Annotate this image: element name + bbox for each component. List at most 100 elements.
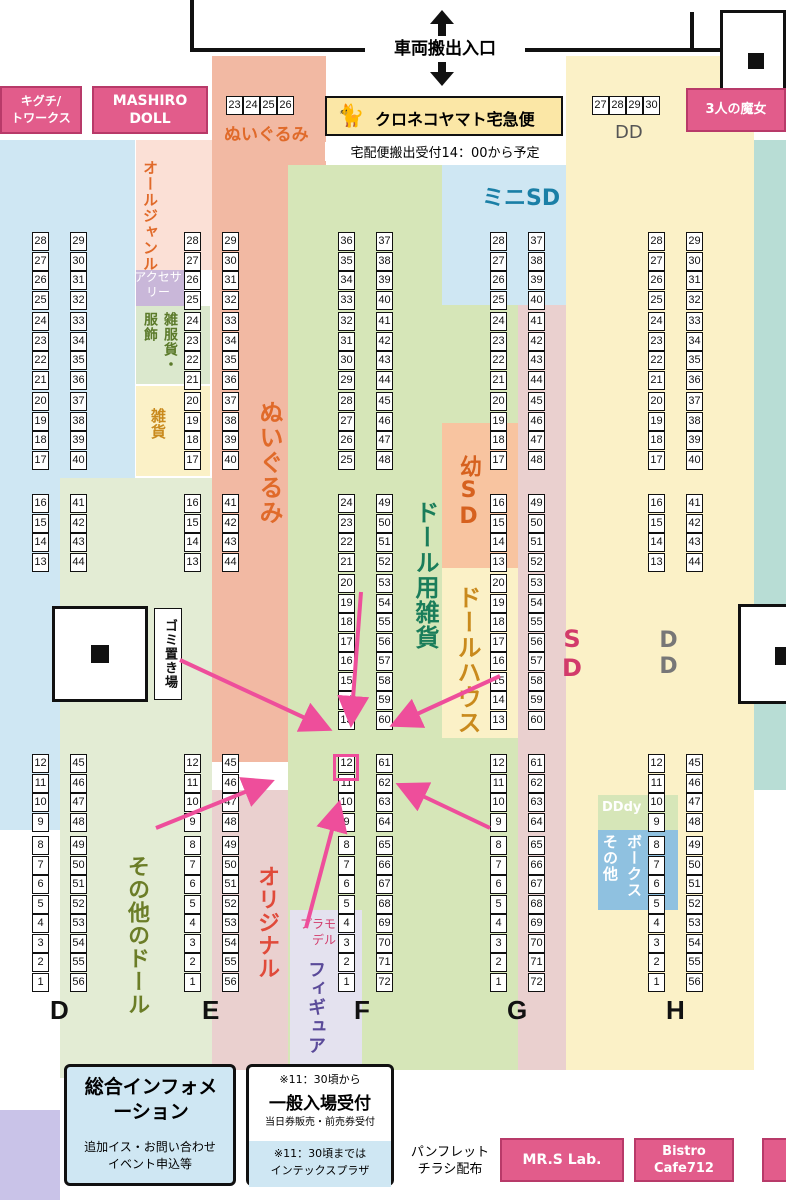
booth-18: 18 <box>490 613 507 632</box>
booth-55: 55 <box>528 613 545 632</box>
booth-31: 31 <box>70 271 87 290</box>
booth-53: 53 <box>70 914 87 933</box>
booth-11: 11 <box>184 773 201 793</box>
booth-70: 70 <box>376 933 393 953</box>
booth-35: 35 <box>338 251 355 271</box>
booth-54: 54 <box>222 933 239 953</box>
booth-52: 52 <box>528 552 545 572</box>
label-dollhouse: ドールハウス <box>453 585 481 735</box>
booth-42: 42 <box>528 331 545 351</box>
booth-72: 72 <box>528 972 545 992</box>
column-label-e: E <box>202 995 220 1025</box>
booth-1: 1 <box>32 972 49 992</box>
booth-16: 16 <box>490 652 507 671</box>
booth-26: 26 <box>32 271 49 290</box>
booth-21: 21 <box>184 370 201 390</box>
left-partial-booth: キグチ/ トワークス <box>0 86 82 134</box>
booth-51: 51 <box>222 875 239 894</box>
booth-36: 36 <box>70 370 87 390</box>
label-nuigurumi: ぬいぐるみ <box>255 400 283 525</box>
booth-50: 50 <box>686 855 703 875</box>
booth-30: 30 <box>643 96 660 115</box>
booth-3: 3 <box>32 933 49 953</box>
booth-28: 28 <box>184 232 201 251</box>
booth-13: 13 <box>648 552 665 572</box>
booth-69: 69 <box>528 914 545 933</box>
booth-6: 6 <box>184 875 201 894</box>
booth-63: 63 <box>376 793 393 812</box>
pillar-icon <box>748 53 764 69</box>
booth-28: 28 <box>490 232 507 251</box>
zone-mini-sd <box>442 165 584 305</box>
booth-8: 8 <box>490 836 507 855</box>
booth-7: 7 <box>648 855 665 875</box>
booth-22: 22 <box>338 533 355 552</box>
booth-68: 68 <box>528 894 545 914</box>
booth-58: 58 <box>528 671 545 691</box>
booth-10: 10 <box>338 793 355 812</box>
booth-59: 59 <box>376 691 393 710</box>
booth-62: 62 <box>528 773 545 793</box>
label-sd: SD <box>558 625 586 683</box>
column-label-g: G <box>507 995 528 1025</box>
booth-45: 45 <box>222 754 239 773</box>
booth-42: 42 <box>222 513 239 533</box>
column-label-h: H <box>666 995 685 1025</box>
booth-22: 22 <box>32 351 49 370</box>
nui-top-label: ぬいぐるみ <box>224 125 309 145</box>
column-label-d: D <box>50 995 69 1025</box>
booth-61: 61 <box>528 754 545 773</box>
booth-28: 28 <box>609 96 626 115</box>
booth-4: 4 <box>490 914 507 933</box>
booth-50: 50 <box>70 855 87 875</box>
booth-43: 43 <box>222 533 239 552</box>
booth-40: 40 <box>70 450 87 470</box>
booth-53: 53 <box>222 914 239 933</box>
label-doll-goods: ドール用雑貨 <box>411 500 439 650</box>
booth-49: 49 <box>222 836 239 855</box>
booth-65: 65 <box>528 836 545 855</box>
booth-49: 49 <box>528 494 545 513</box>
booth-2: 2 <box>338 953 355 972</box>
booth-41: 41 <box>686 494 703 513</box>
booth-37: 37 <box>70 392 87 411</box>
booth-53: 53 <box>686 914 703 933</box>
booth-4: 4 <box>32 914 49 933</box>
booth-12: 12 <box>648 754 665 773</box>
booth-46: 46 <box>528 411 545 431</box>
label-plamodel: プラモデル <box>299 917 336 947</box>
booth-40: 40 <box>376 290 393 310</box>
booth-26: 26 <box>184 271 201 290</box>
booth-40: 40 <box>686 450 703 470</box>
dd-top-label: DD <box>615 122 643 143</box>
booth-71: 71 <box>376 953 393 972</box>
booth-39: 39 <box>528 271 545 290</box>
booth-43: 43 <box>376 351 393 370</box>
booth-13: 13 <box>184 552 201 572</box>
booth-18: 18 <box>32 431 49 450</box>
booth-67: 67 <box>376 875 393 894</box>
booth-26: 26 <box>490 271 507 290</box>
entry-note: ※11：30頃までは インテックスプラザ <box>249 1141 391 1187</box>
zone-right-white <box>754 790 786 1080</box>
booth-31: 31 <box>686 271 703 290</box>
booth-29: 29 <box>222 232 239 251</box>
booth-5: 5 <box>338 894 355 914</box>
booth-3: 3 <box>490 933 507 953</box>
booth-4: 4 <box>338 914 355 933</box>
highlight-booth-f12 <box>333 754 359 781</box>
booth-66: 66 <box>528 855 545 875</box>
booth-10: 10 <box>32 793 49 812</box>
booth-5: 5 <box>32 894 49 914</box>
booth-36: 36 <box>338 232 355 251</box>
booth-25: 25 <box>648 290 665 310</box>
booth-14: 14 <box>648 533 665 552</box>
booth-10: 10 <box>648 793 665 812</box>
booth-58: 58 <box>376 671 393 691</box>
booth-19: 19 <box>490 411 507 431</box>
booth-21: 21 <box>32 370 49 390</box>
booth-23: 23 <box>490 331 507 351</box>
booth-61: 61 <box>376 754 393 773</box>
booth-16: 16 <box>490 494 507 513</box>
booth-15: 15 <box>490 671 507 691</box>
